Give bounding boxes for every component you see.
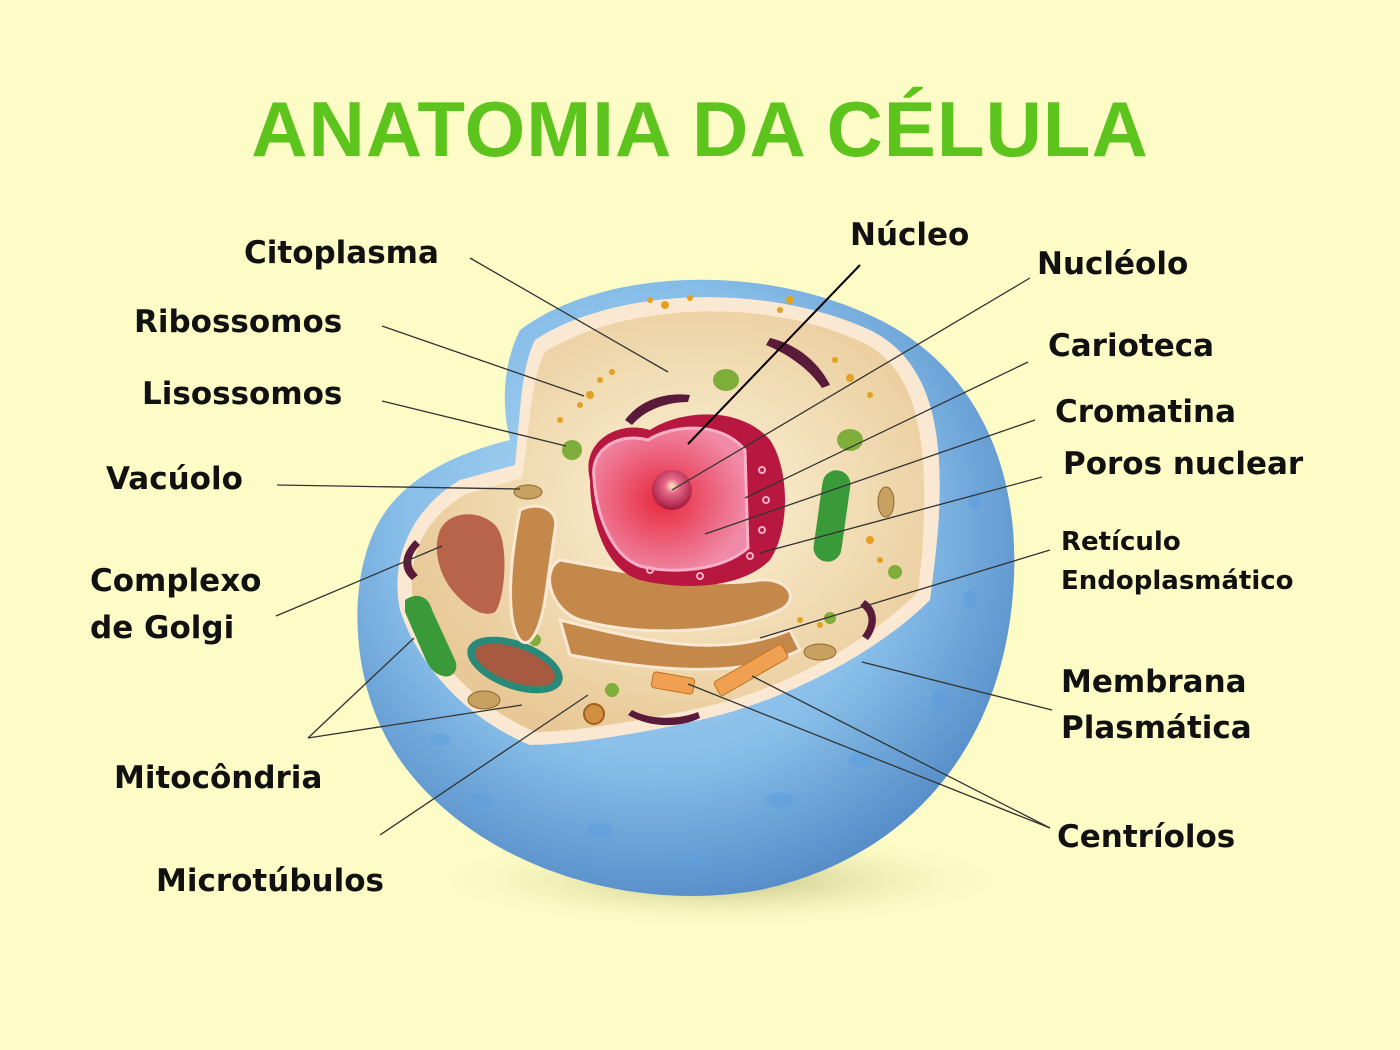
- lysosomes: [529, 369, 902, 697]
- label-poros-nuclear: Poros nuclear: [1063, 446, 1304, 482]
- label-vacuolo: Vacúolo: [106, 461, 243, 497]
- microtubule-body: [583, 703, 605, 725]
- label-membrana-2: Plasmática: [1061, 710, 1252, 746]
- label-microtubulos: Microtúbulos: [156, 863, 384, 899]
- label-carioteca: Carioteca: [1048, 328, 1215, 364]
- label-reticulo-1: Retículo: [1061, 527, 1181, 557]
- label-ribossomos: Ribossomos: [134, 304, 343, 340]
- golgi-complex: [436, 514, 505, 614]
- nuclear-pores: [646, 466, 770, 580]
- label-reticulo-2: Endoplasmático: [1061, 566, 1294, 596]
- label-complexo-golgi-2: de Golgi: [90, 610, 235, 646]
- label-nucleolo: Nucléolo: [1037, 246, 1189, 282]
- label-nucleo: Núcleo: [850, 217, 970, 253]
- vesicles-crescent: [403, 338, 876, 726]
- label-cromatina: Cromatina: [1055, 394, 1236, 430]
- membrane-texture: [430, 490, 981, 866]
- page-title: ANATOMIA DA CÉLULA: [251, 85, 1149, 173]
- ribosomes: [442, 295, 883, 628]
- label-mitocondria: Mitocôndria: [114, 760, 323, 796]
- label-lisossomos: Lisossomos: [142, 376, 343, 412]
- endoplasmic-reticulum: [509, 504, 803, 671]
- label-complexo-golgi-1: Complexo: [90, 563, 262, 599]
- label-membrana-1: Membrana: [1061, 664, 1247, 700]
- mitochondria: [405, 470, 851, 694]
- label-citoplasma: Citoplasma: [244, 235, 439, 271]
- label-centriolos: Centríolos: [1057, 819, 1236, 855]
- leader-lines: [275, 257, 1053, 836]
